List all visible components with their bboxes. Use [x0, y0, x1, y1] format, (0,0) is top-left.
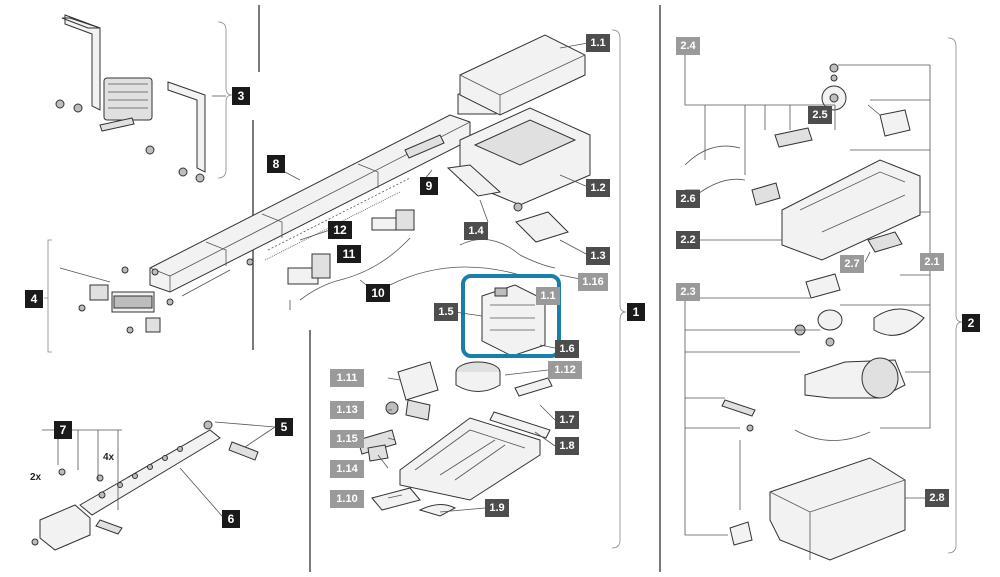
callout-1-8: 1.8 [555, 437, 579, 455]
callout-1-1: 1.1 [586, 34, 610, 52]
callout-5: 5 [275, 418, 293, 436]
wall-bracket-set [55, 14, 206, 183]
cover-part [459, 34, 586, 116]
lock-part-set [59, 266, 231, 334]
callout-7: 7 [54, 421, 72, 439]
quantity-label: 2x [30, 472, 42, 483]
callout-9: 9 [420, 177, 438, 195]
callout-2-1: 2.1 [920, 253, 944, 271]
door-arm-set [31, 420, 259, 551]
cable-part [389, 266, 521, 286]
callout-4: 4 [25, 290, 43, 308]
callout-1-7: 1.7 [555, 411, 579, 429]
callout-2-8: 2.8 [925, 489, 949, 507]
callout-1: 1 [627, 303, 645, 321]
selection-highlight [461, 274, 561, 358]
drive-unit-set [684, 63, 925, 561]
callout-2-2: 2.2 [676, 231, 700, 249]
callout-3: 3 [232, 87, 250, 105]
callout-1-10: 1.10 [330, 490, 364, 508]
callout-10: 10 [366, 284, 390, 302]
callout-2: 2 [962, 314, 980, 332]
quantity-label: 4x [103, 452, 115, 463]
housing-part [446, 107, 591, 243]
brace-group-1 [611, 29, 627, 549]
callout-1-13: 1.13 [330, 401, 364, 419]
control-board-part [481, 284, 546, 357]
leader-lines [179, 42, 931, 536]
brace-group-2 [947, 37, 963, 554]
callout-2-3: 2.3 [676, 283, 700, 301]
callout-1-12: 1.12 [548, 361, 582, 379]
brace-group-3 [217, 21, 233, 179]
brace-group-4 [44, 239, 52, 353]
cable-part [459, 239, 556, 269]
callout-2-6: 2.6 [676, 190, 700, 208]
callout-1-11: 1.11 [330, 369, 364, 387]
callout-1-9: 1.9 [485, 499, 509, 517]
trolley-part [287, 209, 415, 310]
callout-2-4: 2.4 [676, 37, 700, 55]
callout-11: 11 [337, 245, 361, 263]
callout-1-1b: 1.1 [536, 287, 560, 305]
callout-8: 8 [267, 155, 285, 173]
callout-1-16: 1.16 [578, 273, 608, 291]
callout-1-4: 1.4 [464, 222, 488, 240]
callout-1-3: 1.3 [586, 247, 610, 265]
base-plate-part [357, 361, 553, 517]
callout-2-5: 2.5 [808, 106, 832, 124]
callout-1-14: 1.14 [330, 460, 364, 478]
callout-1-15: 1.15 [330, 430, 364, 448]
callout-1-6: 1.6 [555, 340, 579, 358]
callout-1-2: 1.2 [586, 179, 610, 197]
callout-6: 6 [222, 510, 240, 528]
callout-2-7: 2.7 [840, 255, 864, 273]
callout-12: 12 [328, 221, 352, 239]
callout-1-5: 1.5 [434, 303, 458, 321]
